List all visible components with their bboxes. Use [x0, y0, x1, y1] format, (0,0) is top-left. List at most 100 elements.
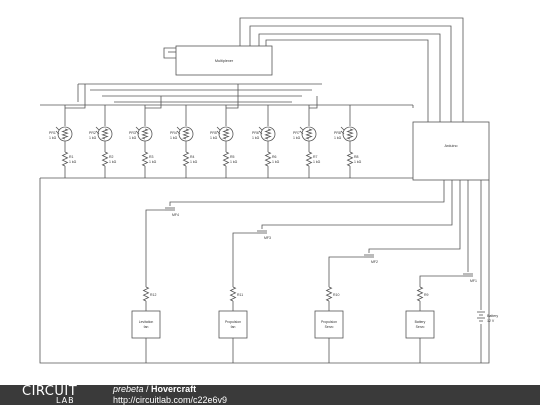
resistor-name: R4	[190, 155, 195, 159]
resistor-name: R10	[333, 293, 339, 297]
drain-wire	[328, 256, 364, 287]
light-arrow	[340, 126, 345, 131]
light-arrow	[95, 126, 100, 131]
gate-wire	[261, 180, 453, 229]
photoresistor-value: 1 kΩ	[49, 136, 57, 140]
light-arrow	[340, 130, 345, 135]
photoresistor-zigzag	[222, 128, 230, 140]
photoresistor-zigzag	[141, 128, 149, 140]
photoresistor-name: PR8	[334, 131, 341, 135]
light-arrow	[176, 126, 181, 131]
resistor-value: 1 kΩ	[313, 160, 321, 164]
battery-value: 12 V	[487, 319, 495, 323]
photoresistor-value: 1 kΩ	[293, 136, 301, 140]
resistor-value: 1 kΩ	[354, 160, 362, 164]
photoresistor-value: 1 kΩ	[170, 136, 178, 140]
light-arrow	[135, 130, 140, 135]
drain-wire	[145, 209, 165, 287]
resistor-symbol	[222, 151, 230, 167]
drain-wire	[232, 232, 257, 287]
author-name[interactable]: prebeta	[113, 384, 144, 394]
battery-label: Battery	[487, 314, 498, 318]
mux-arduino-wire	[265, 39, 429, 122]
light-arrow	[299, 126, 304, 131]
author-line: prebeta / Hovercraft	[113, 384, 196, 394]
photoresistor-zigzag	[346, 128, 354, 140]
photoresistor-value: 1 kΩ	[252, 136, 260, 140]
photoresistor-value: 1 kΩ	[129, 136, 137, 140]
resistor-name: R7	[313, 155, 318, 159]
resistor-symbol	[141, 151, 149, 167]
mosfet-name: MF4	[172, 213, 179, 217]
resistor-value: 1 kΩ	[109, 160, 117, 164]
light-arrow	[216, 130, 221, 135]
load-label: Servo	[416, 325, 425, 329]
circuit-url[interactable]: http://circuitlab.com/c22e6v9	[113, 395, 228, 405]
photoresistor-name: PR2	[89, 131, 96, 135]
resistor-symbol	[305, 151, 313, 167]
light-arrow	[299, 130, 304, 135]
load-label: Propulsion	[321, 320, 337, 324]
photoresistor-name: PR5	[210, 131, 217, 135]
load-label: Levitation	[139, 320, 154, 324]
circuit-title[interactable]: Hovercraft	[151, 384, 197, 394]
load-box	[405, 310, 435, 339]
photoresistor-name: PR7	[293, 131, 300, 135]
mux-side-wire	[163, 47, 176, 59]
resistor-name: R8	[354, 155, 359, 159]
load-label: Battery	[415, 320, 426, 324]
light-arrow	[258, 130, 263, 135]
photoresistor-name: PR6	[252, 131, 259, 135]
photoresistor-value: 1 kΩ	[89, 136, 97, 140]
resistor-name: R5	[230, 155, 235, 159]
load-box	[131, 310, 161, 339]
resistor-name: R11	[237, 293, 243, 297]
resistor-value: 1 kΩ	[149, 160, 157, 164]
mux-arduino-wire	[239, 17, 464, 122]
load-label: fan	[231, 325, 236, 329]
mux-arduino-wire	[249, 25, 452, 122]
resistor-symbol	[142, 286, 150, 302]
mux-channel-wire	[145, 96, 162, 109]
photoresistor-value: 1 kΩ	[334, 136, 342, 140]
light-arrow	[55, 130, 60, 135]
load-label: fan	[144, 325, 149, 329]
resistor-name: R2	[109, 155, 114, 159]
resistor-symbol	[182, 151, 190, 167]
logo-text-bottom: LAB	[56, 396, 75, 405]
logo-text-top: CIRCUIT	[22, 384, 78, 399]
resistor-symbol	[346, 151, 354, 167]
photoresistor-name: PR3	[129, 131, 136, 135]
footer-bar	[0, 385, 540, 405]
photoresistor-name: PR1	[49, 131, 56, 135]
resistor-name: R9	[424, 293, 429, 297]
resistor-name: R6	[272, 155, 277, 159]
arduino-label: Arduino	[444, 144, 457, 148]
arduino-box	[412, 121, 490, 181]
wires	[39, 17, 490, 364]
resistor-symbol	[264, 151, 272, 167]
mux-arduino-wire	[258, 33, 441, 122]
mux-channel-wire	[309, 96, 318, 109]
gate-wire	[169, 180, 445, 206]
light-arrow	[176, 130, 181, 135]
load-label: Propulsion	[225, 320, 241, 324]
separator: /	[143, 384, 152, 394]
mosfet-name: MF3	[264, 236, 271, 240]
photoresistor-zigzag	[182, 128, 190, 140]
load-box	[314, 310, 344, 339]
photoresistor-value: 1 kΩ	[210, 136, 218, 140]
photoresistor-zigzag	[305, 128, 313, 140]
mux-channel-wire	[226, 84, 239, 109]
multiplexer-label: Multiplexer	[215, 59, 234, 63]
gate-wire	[368, 180, 461, 253]
resistor-name: R12	[150, 293, 156, 297]
resistor-value: 1 kΩ	[272, 160, 280, 164]
light-arrow	[55, 126, 60, 131]
resistor-symbol	[229, 286, 237, 302]
resistor-value: 1 kΩ	[69, 160, 77, 164]
resistor-symbol	[101, 151, 109, 167]
photoresistor-name: PR4	[170, 131, 177, 135]
multiplexer-box	[175, 45, 273, 76]
